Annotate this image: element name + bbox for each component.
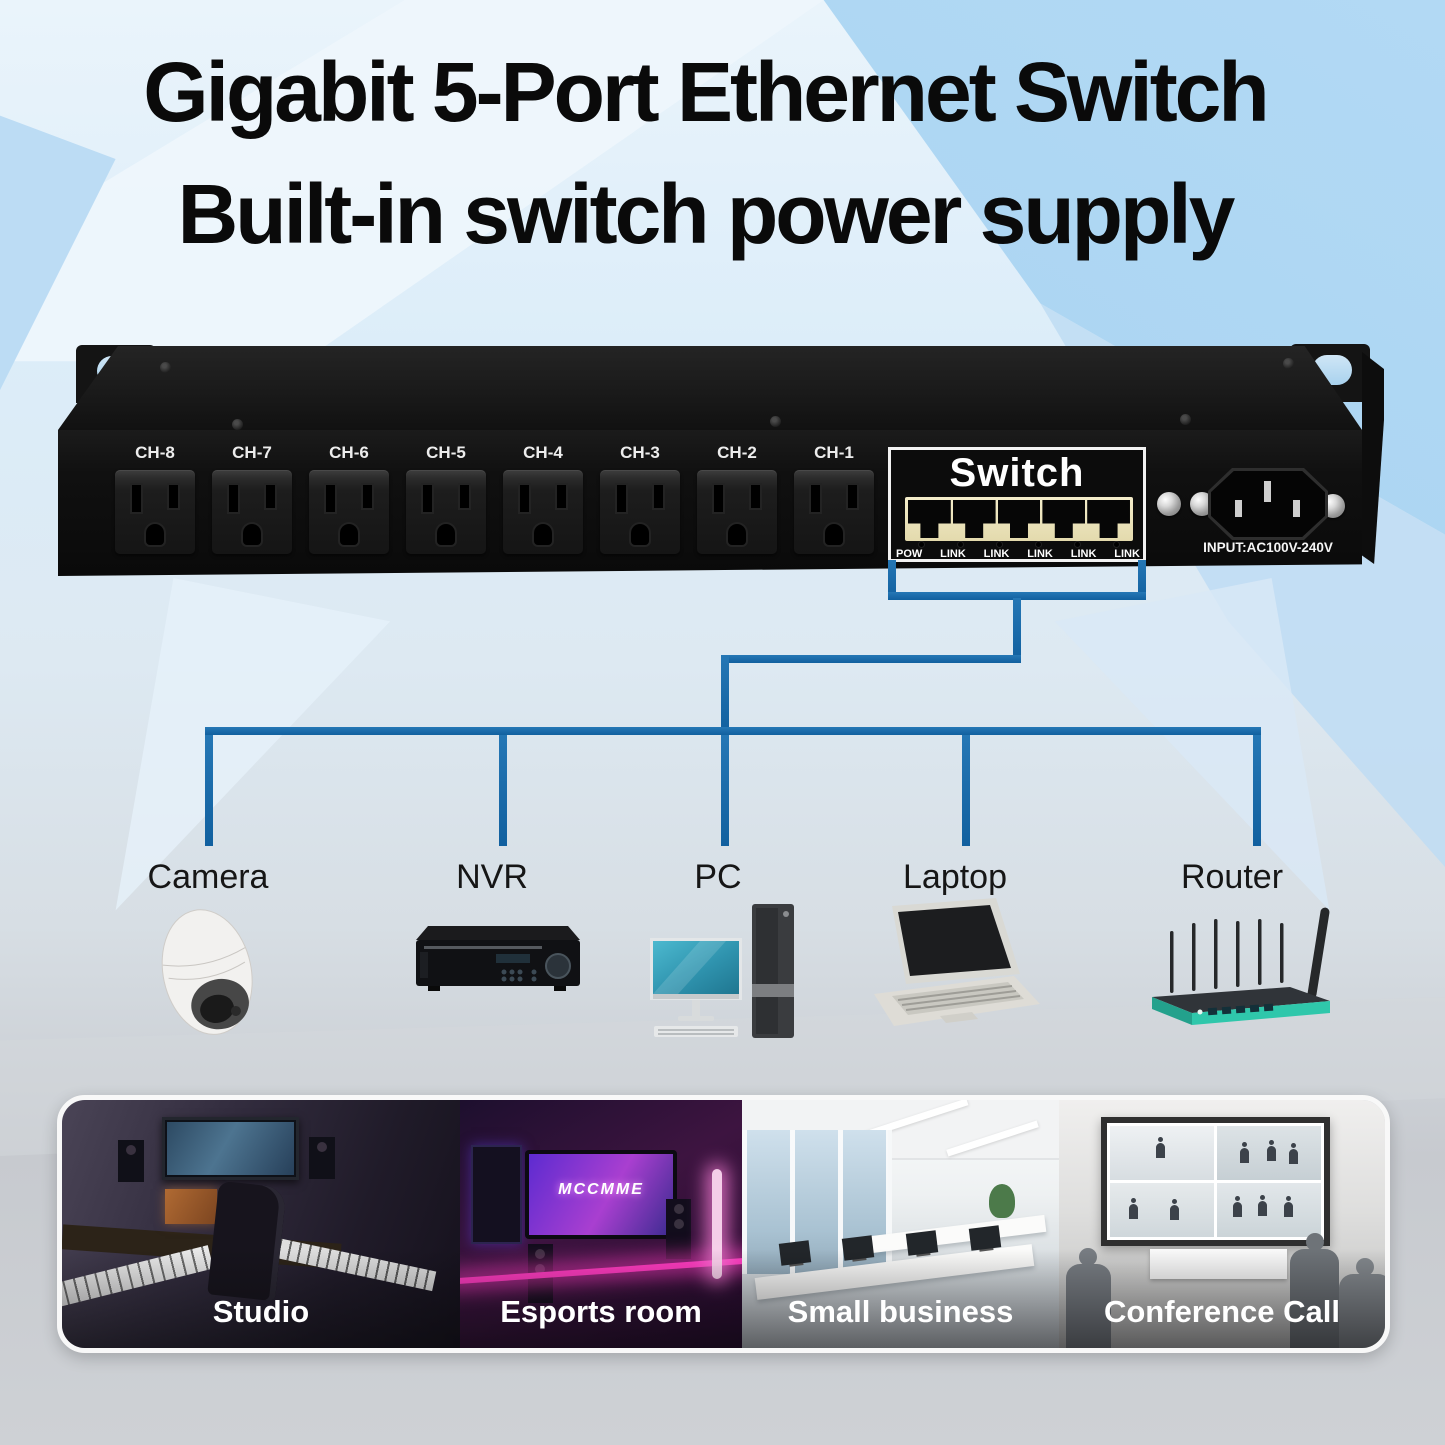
rj45-port-icon <box>952 500 996 538</box>
led-label-link: LINK <box>1070 548 1097 560</box>
outlet-label-ch5: CH-5 <box>426 443 466 462</box>
led-label-row: POW LINK LINK LINK LINK LINK <box>896 548 1140 560</box>
node-label-camera: Camera <box>147 858 269 896</box>
scene-label: Esports room <box>500 1294 702 1329</box>
monitor-screen-text: MCCMME <box>558 1181 644 1199</box>
rj45-port-icon <box>997 500 1041 538</box>
connector-drop-laptop <box>962 735 970 846</box>
led-label-link: LINK <box>1114 548 1140 560</box>
power-outlet <box>600 470 680 554</box>
pc-icon <box>650 904 794 1038</box>
outlet-label-ch3: CH-3 <box>620 443 660 462</box>
page-title-line2: Built-in switch power supply <box>177 167 1236 261</box>
power-outlet <box>115 470 195 554</box>
node-label-nvr: NVR <box>456 858 528 896</box>
label-shade <box>1059 1248 1385 1348</box>
led-label-pow: POW <box>896 548 923 560</box>
connector-drop-router <box>1253 735 1261 846</box>
connector-line <box>1138 560 1146 600</box>
scene-label: Small business <box>787 1294 1014 1329</box>
inlet-pin <box>1264 481 1271 502</box>
power-input-label: INPUT:AC100V-240V <box>1203 540 1333 555</box>
screw-icon <box>1283 358 1294 369</box>
led-light-bar <box>712 1169 723 1279</box>
pc-case <box>471 1144 523 1244</box>
scene-conference-call: Conference Call <box>1059 1100 1385 1348</box>
screw-icon <box>770 416 781 427</box>
screw-icon <box>1180 414 1191 425</box>
video-wall-screen <box>1101 1117 1330 1247</box>
scene-label: Studio <box>212 1294 310 1329</box>
power-outlet <box>406 470 486 554</box>
scene-label: Conference Call <box>1103 1294 1340 1329</box>
inlet-pin <box>1235 500 1242 517</box>
rj45-port-icon <box>908 500 951 538</box>
led-label-link: LINK <box>983 548 1010 560</box>
connector-drop-camera <box>205 735 213 846</box>
screw-icon <box>1157 492 1181 516</box>
wall-tv <box>161 1117 299 1181</box>
led-dots <box>905 542 1133 547</box>
rj45-port-icon <box>1042 500 1086 538</box>
router-icon <box>1152 907 1330 1025</box>
connector-line <box>205 727 1261 735</box>
connector-drop-pc <box>721 735 729 846</box>
outlet-label-ch2: CH-2 <box>717 443 757 462</box>
rack-top-surface <box>58 346 1362 430</box>
label-shade <box>742 1248 1059 1348</box>
node-label-pc: PC <box>694 858 742 896</box>
switch-panel-title: Switch <box>949 451 1085 495</box>
use-case-collage: Studio MCCMME Esports room <box>57 1095 1390 1353</box>
laptop-icon <box>874 898 1040 1026</box>
connector-line <box>888 592 1146 600</box>
scene-studio: Studio <box>62 1100 460 1348</box>
rack-side-plate <box>1362 352 1384 564</box>
outlet-label-ch8: CH-8 <box>135 443 175 462</box>
label-shade <box>62 1248 460 1348</box>
power-outlet <box>503 470 583 554</box>
camera-icon <box>161 909 253 1035</box>
power-outlet <box>697 470 777 554</box>
led-label-link: LINK <box>940 548 966 560</box>
scene-small-business: Small business <box>742 1100 1059 1348</box>
connector-line <box>721 655 729 735</box>
power-outlet <box>309 470 389 554</box>
power-outlet <box>794 470 874 554</box>
outlet-label-ch1: CH-1 <box>814 443 854 462</box>
connector-line <box>888 560 896 600</box>
speaker-icon <box>665 1199 692 1259</box>
scene-esports-room: MCCMME Esports room <box>460 1100 742 1348</box>
esports-monitor: MCCMME <box>524 1149 678 1239</box>
inlet-pin <box>1293 500 1300 517</box>
label-shade <box>460 1248 742 1348</box>
outlet-label-ch6: CH-6 <box>329 443 369 462</box>
outlet-label-ch7: CH-7 <box>232 443 272 462</box>
screw-icon <box>160 362 171 373</box>
screw-icon <box>232 419 243 430</box>
node-label-router: Router <box>1180 858 1284 896</box>
outlet-label-ch4: CH-4 <box>523 443 563 462</box>
desk-monitor <box>969 1225 1002 1251</box>
connector-line <box>1013 598 1021 662</box>
rj45-port-icon <box>1087 500 1130 538</box>
rj45-port-block <box>905 497 1133 541</box>
office-plant <box>988 1184 1015 1219</box>
connector-line <box>721 655 1021 663</box>
nvr-icon <box>416 926 580 991</box>
node-label-laptop: Laptop <box>903 858 1007 896</box>
studio-monitor <box>165 1189 218 1224</box>
page-title-line1: Gigabit 5-Port Ethernet Switch <box>143 45 1269 139</box>
speaker-icon <box>117 1139 144 1182</box>
speaker-icon <box>308 1137 335 1180</box>
connector-drop-nvr <box>499 735 507 846</box>
power-outlet <box>212 470 292 554</box>
led-label-link: LINK <box>1027 548 1053 560</box>
